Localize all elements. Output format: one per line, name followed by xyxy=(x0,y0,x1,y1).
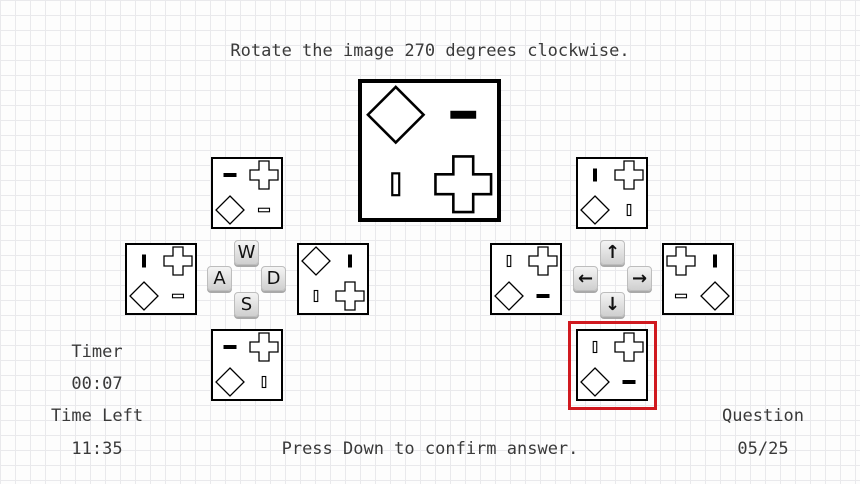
option-s[interactable] xyxy=(211,329,283,401)
filled-horizontal-bar xyxy=(223,173,237,177)
option-w[interactable] xyxy=(211,157,283,229)
filled-horizontal-bar xyxy=(536,294,550,298)
diamond-shape xyxy=(215,195,245,225)
diamond-shape xyxy=(215,367,245,397)
diamond-shape xyxy=(494,281,524,311)
plus-shape xyxy=(249,160,279,190)
filled-vertical-bar xyxy=(713,254,717,268)
hollow-horizontal-bar xyxy=(171,293,185,299)
key-a[interactable]: A xyxy=(207,266,232,291)
plus-shape xyxy=(614,160,644,190)
hollow-vertical-bar xyxy=(261,375,267,389)
key-arrow-right[interactable]: → xyxy=(627,266,652,291)
option-arrow-up[interactable] xyxy=(576,157,648,229)
filled-vertical-bar xyxy=(142,254,146,268)
hollow-vertical-bar xyxy=(626,203,632,217)
key-s[interactable]: S xyxy=(234,292,259,317)
time-left-value: 11:35 xyxy=(71,439,123,459)
key-arrow-up[interactable]: ↑ xyxy=(600,240,625,265)
filled-horizontal-bar xyxy=(450,110,477,119)
diamond-shape xyxy=(129,281,159,311)
option-a[interactable] xyxy=(125,243,197,315)
timer-label: Timer xyxy=(71,342,123,362)
plus-shape xyxy=(249,332,279,362)
diamond-shape xyxy=(580,367,610,397)
plus-shape xyxy=(614,332,644,362)
key-arrow-left[interactable]: ← xyxy=(573,266,598,291)
instruction-text: Rotate the image 270 degrees clockwise. xyxy=(230,41,630,61)
option-d[interactable] xyxy=(297,243,369,315)
plus-shape xyxy=(163,246,193,276)
source-image xyxy=(358,79,501,222)
plus-shape xyxy=(666,246,696,276)
hollow-vertical-bar xyxy=(592,340,598,354)
selection-highlight xyxy=(568,321,657,410)
plus-shape xyxy=(434,155,493,214)
question-value: 05/25 xyxy=(737,439,789,459)
plus-shape xyxy=(335,281,365,311)
plus-shape xyxy=(528,246,558,276)
hollow-horizontal-bar xyxy=(674,293,688,299)
option-arrow-left[interactable] xyxy=(490,243,562,315)
key-arrow-down[interactable]: ↓ xyxy=(600,292,625,317)
question-label: Question xyxy=(722,406,804,426)
option-arrow-down[interactable] xyxy=(576,329,648,401)
filled-vertical-bar xyxy=(348,254,352,268)
diamond-shape xyxy=(366,85,426,145)
key-w[interactable]: W xyxy=(234,240,259,265)
filled-horizontal-bar xyxy=(622,380,636,384)
confirm-hint: Press Down to confirm answer. xyxy=(281,439,579,459)
key-d[interactable]: D xyxy=(261,266,286,291)
hollow-vertical-bar xyxy=(506,254,512,268)
diamond-shape xyxy=(580,195,610,225)
diamond-shape xyxy=(301,246,331,276)
hollow-vertical-bar xyxy=(313,289,319,303)
time-left-label: Time Left xyxy=(50,406,144,426)
filled-horizontal-bar xyxy=(223,345,237,349)
hollow-vertical-bar xyxy=(391,172,401,197)
option-arrow-right[interactable] xyxy=(662,243,734,315)
filled-vertical-bar xyxy=(593,168,597,182)
diamond-shape xyxy=(700,281,730,311)
hollow-horizontal-bar xyxy=(257,207,271,213)
timer-value: 00:07 xyxy=(71,374,123,394)
